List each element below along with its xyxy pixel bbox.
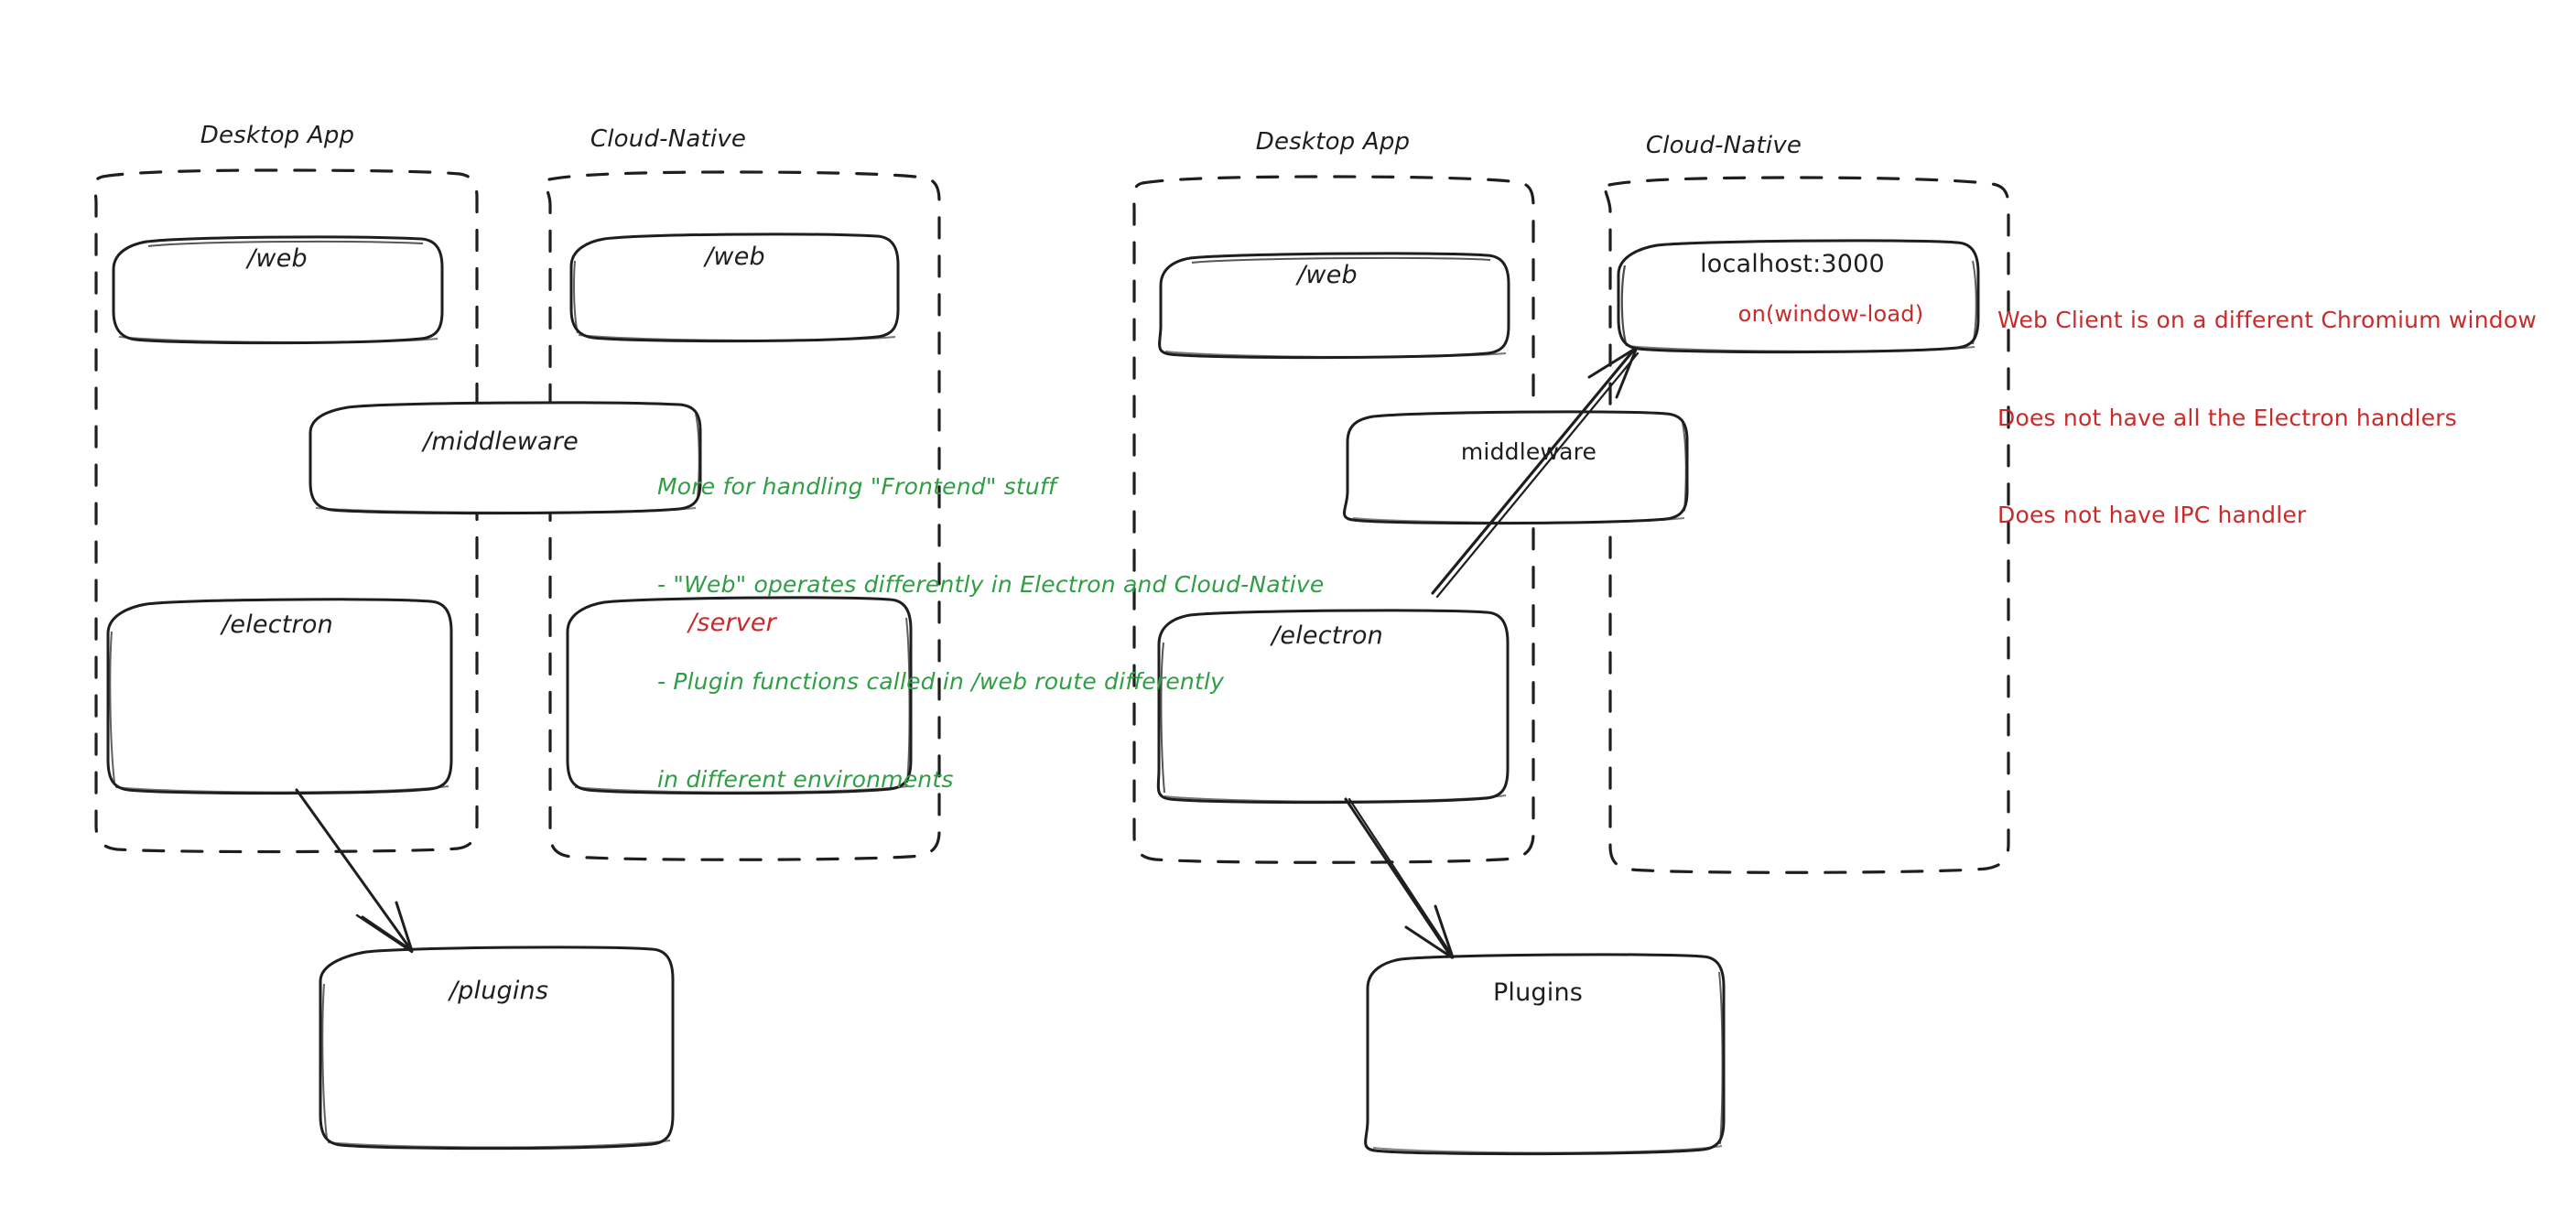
right-group-title-desktop-app: Desktop App [1255,128,1411,156]
right-arrow-electron-to-localhost [1431,347,1640,599]
left-note-green-line-2: - "Web" operates differently in Electron… [657,570,1325,598]
left-node-label-server: /server [688,609,776,637]
right-node-sublabel-on-window-load: on(window-load) [1737,301,1924,327]
left-node-label-plugins: /plugins [449,977,549,1005]
right-note-red-line-2: Does not have all the Electron handlers [1997,404,2458,431]
left-note-green-line-4: in different environments [657,765,954,793]
left-group-title-cloud-native: Cloud-Native [590,125,747,153]
left-node-label-electron: /electron [222,611,333,639]
left-note-green: More for handling "Frontend" stuff - "We… [657,405,1325,860]
right-node-label-web: /web [1297,261,1358,289]
left-node-label-web-cloud: /web [705,243,765,271]
right-node-label-plugins: Plugins [1492,978,1584,1007]
right-node-middleware-border [1343,410,1689,525]
left-arrow-electron-to-plugins [295,788,414,954]
right-group-title-cloud-native: Cloud-Native [1645,132,1802,159]
right-arrow-electron-to-plugins [1344,797,1455,959]
right-note-red: Web Client is on a different Chromium wi… [1997,239,2537,597]
right-group-cloud-native-border [1604,176,2010,874]
left-note-green-line-1: More for handling "Frontend" stuff [657,473,1056,500]
left-node-label-web-desktop: /web [247,244,308,273]
right-node-label-middleware: middleware [1460,438,1597,465]
right-node-label-localhost: localhost:3000 [1700,250,1885,278]
left-group-title-desktop-app: Desktop App [200,122,355,149]
left-node-label-middleware: /middleware [423,427,579,456]
right-note-red-line-1: Web Client is on a different Chromium wi… [1997,307,2537,333]
left-note-green-line-3: - Plugin functions called in /web route … [657,668,1225,695]
right-node-label-electron: /electron [1272,621,1383,650]
right-note-red-line-3: Does not have IPC handler [1997,502,2307,528]
